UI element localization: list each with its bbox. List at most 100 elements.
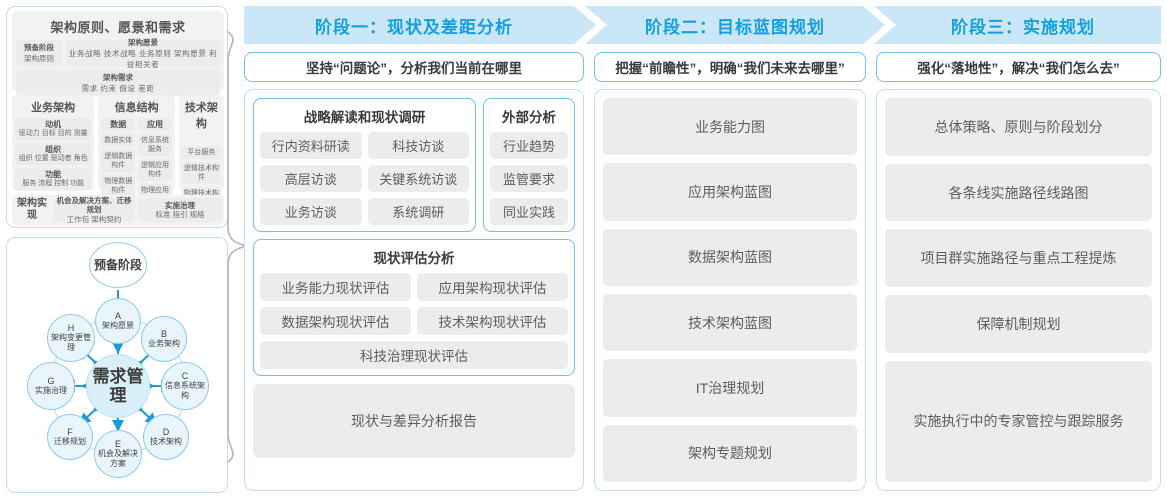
data-subcolumn: 数据 数据实体 逻辑数据构件 物理数据构件 [101, 118, 136, 209]
business-item-detail: 服务 流程 控制 功能 [22, 180, 85, 187]
architecture-requirements-chip: 架构需求 需求 约束 假设 差距 [16, 70, 220, 96]
phase-1-report-card[interactable]: 现状与差异分析报告 [253, 384, 575, 458]
adm-node-f-label: 迁移规划 [54, 437, 86, 446]
technology-item: 平台服务 [181, 146, 221, 159]
strategy-research-item[interactable]: 高层访谈 [260, 165, 362, 192]
phase-1-top-row: 战略解读和现状调研 行内资料研读 科技访谈 高层访谈 关键系统访谈 业务访谈 系… [253, 98, 575, 232]
adm-node-d[interactable]: D 技术架构 [143, 414, 189, 460]
adm-node-f[interactable]: F 迁移规划 [47, 414, 93, 460]
adm-node-prep[interactable]: 预备阶段 [89, 242, 147, 288]
business-item: 功能 服务 流程 控制 功能 [15, 168, 92, 190]
opportunity-migration-detail: 工作包 架构契约 [66, 214, 122, 224]
data-head-label: 数据 [110, 120, 127, 129]
adm-node-h[interactable]: H 架构变更管理 [47, 314, 95, 362]
phase-3-item[interactable]: 各条线实施路径线路图 [885, 163, 1152, 222]
business-item-name: 功能 [45, 170, 62, 179]
phase-2-item[interactable]: 应用架构蓝图 [603, 163, 857, 221]
evaluation-item[interactable]: 数据架构现状评估 [260, 307, 411, 335]
external-analysis-item[interactable]: 监管要求 [490, 165, 568, 192]
external-analysis-section: 外部分析 行业趋势 监管要求 同业实践 [483, 98, 575, 232]
adm-node-d-label: 技术架构 [150, 437, 182, 446]
strategy-research-item[interactable]: 关键系统访谈 [367, 165, 469, 192]
adm-node-a-label: 架构愿景 [102, 321, 134, 330]
phase-2-item[interactable]: 架构专题规划 [603, 424, 857, 482]
business-item-name: 动机 [45, 120, 62, 129]
architecture-realization-block: 架构实现 机会及解决方案、迁移规划 工作包 架构契约 实施治理 标准 指引 规格 [12, 195, 224, 225]
opportunity-migration-name: 机会及解决方案、迁移规划 [56, 195, 132, 215]
phase-2-item[interactable]: 数据架构蓝图 [603, 228, 857, 286]
architecture-realization-label: 架构实现 [17, 198, 47, 221]
phase-1-column: 坚持“问题论”，分析我们当前在哪里 战略解读和现状调研 行内资料研读 科技访谈 … [244, 52, 584, 491]
evaluation-item[interactable]: 业务能力现状评估 [260, 273, 411, 301]
current-state-evaluation-items: 业务能力现状评估 应用架构现状评估 数据架构现状评估 技术架构现状评估 科技治理… [260, 273, 568, 369]
business-architecture-column: 业务架构 动机 驱动力 目标 目的 测量 组织 组织 位置 驱动者 角色 功能 … [12, 95, 95, 191]
evaluation-item[interactable]: 应用架构现状评估 [417, 273, 568, 301]
phase-2-column: 把握“前瞻性”，明确“我们未来去哪里” 业务能力图 应用架构蓝图 数据架构蓝图 … [594, 52, 866, 491]
implementation-governance-name: 实施治理 [165, 200, 195, 210]
phase-3-item[interactable]: 项目群实施路径与重点工程提炼 [885, 229, 1152, 288]
adm-node-a[interactable]: A 架构愿景 [95, 298, 141, 344]
phase-header-2: 阶段二：目标蓝图规划 [645, 17, 825, 37]
adm-node-b-key: B [160, 329, 167, 339]
phase-3-column: 强化“落地性”，解决“我们怎么去” 总体策略、原则与阶段划分 各条线实施路径线路… [876, 52, 1161, 491]
phase-2-item[interactable]: 技术架构蓝图 [603, 293, 857, 352]
architecture-vision-chip: 架构愿景 业务战略 技术战略 业务原则 架构愿景 利益相关者 [66, 38, 220, 69]
phase-3-item[interactable]: 实施执行中的专家管控与跟踪服务 [885, 360, 1152, 482]
architecture-requirements-name: 架构需求 [103, 73, 133, 82]
adm-node-c-label: 信息系统架构 [165, 381, 205, 400]
strategy-research-item[interactable]: 系统调研 [367, 198, 469, 225]
adm-node-g[interactable]: G 实施治理 [27, 362, 75, 410]
current-state-evaluation-section: 现状评估分析 业务能力现状评估 应用架构现状评估 数据架构现状评估 技术架构现状… [253, 239, 575, 376]
external-analysis-item[interactable]: 行业趋势 [490, 132, 568, 159]
phase-arrow-1 [244, 6, 596, 44]
phase-2-item[interactable]: 业务能力图 [603, 98, 857, 156]
phase-3-slogan: 强化“落地性”，解决“我们怎么去” [876, 52, 1161, 82]
technology-architecture-title: 技术架构 [184, 102, 218, 130]
external-analysis-item[interactable]: 同业实践 [490, 198, 568, 225]
adm-node-c[interactable]: C 信息系统架构 [161, 362, 209, 410]
strategy-research-items: 行内资料研读 科技访谈 高层访谈 关键系统访谈 业务访谈 系统调研 [260, 132, 469, 225]
external-analysis-items: 行业趋势 监管要求 同业实践 [490, 132, 568, 225]
evaluation-item-full[interactable]: 科技治理现状评估 [260, 341, 568, 369]
adm-node-prep-label: 预备阶段 [93, 258, 142, 272]
information-structure-column: 信息结构 数据 数据实体 逻辑数据构件 物理数据构件 应用 信息系统服务 逻辑应… [98, 95, 175, 206]
current-state-evaluation-title: 现状评估分析 [373, 251, 455, 266]
strategy-research-item[interactable]: 行内资料研读 [260, 132, 362, 159]
phase-2-body: 业务能力图 应用架构蓝图 数据架构蓝图 技术架构蓝图 IT治理规划 架构专题规划 [594, 89, 866, 491]
adm-node-c-key: C [181, 371, 189, 381]
architecture-requirements-detail: 需求 约束 假设 差距 [81, 84, 155, 93]
adm-node-g-key: G [47, 376, 55, 386]
technology-architecture-column: 技术架构 平台服务 逻辑技术构件 物理技术构件 [178, 95, 224, 209]
business-item: 组织 组织 位置 驱动者 角色 [15, 143, 92, 165]
phase-1-body: 战略解读和现状调研 行内资料研读 科技访谈 高层访谈 关键系统访谈 业务访谈 系… [244, 89, 584, 491]
phase-2-item[interactable]: IT治理规划 [603, 359, 857, 417]
phase-arrow-shapes [244, 6, 1161, 44]
adm-node-a-key: A [114, 311, 121, 321]
application-head: 应用 [138, 118, 172, 131]
adm-node-e[interactable]: E 机会及解决方案 [94, 430, 142, 478]
adm-cycle-panel: 预备阶段 需求管理 A 架构愿景 B 业务架构 C 信息系统架构 [6, 237, 228, 493]
adm-node-f-key: F [67, 427, 73, 437]
strategy-research-item[interactable]: 业务访谈 [260, 198, 362, 225]
application-item: 逻辑应用构件 [138, 159, 172, 181]
phase-3-item[interactable]: 总体策略、原则与阶段划分 [885, 98, 1152, 156]
implementation-governance-chip: 实施治理 标准 指引 规格 [139, 198, 221, 222]
phase-3-item[interactable]: 保障机制规划 [885, 295, 1152, 353]
business-item-name: 组织 [45, 145, 62, 154]
adm-node-b-label: 业务架构 [148, 339, 180, 348]
phase-header-band: 阶段一：现状及差距分析 阶段二：目标蓝图规划 阶段三：实施规划 [244, 6, 1161, 44]
prep-stage-detail: 架构原则 [24, 54, 54, 63]
adm-node-center-requirements[interactable]: 需求管理 [86, 354, 150, 418]
adm-node-e-label: 机会及解决方案 [98, 449, 138, 468]
data-head: 数据 [101, 118, 136, 131]
application-head-label: 应用 [146, 120, 163, 129]
business-item: 动机 驱动力 目标 目的 测量 [15, 118, 92, 140]
external-analysis-title: 外部分析 [502, 110, 556, 125]
strategy-research-item[interactable]: 科技访谈 [367, 132, 469, 159]
prep-stage-name: 预备阶段 [24, 43, 54, 52]
adm-node-b[interactable]: B 业务架构 [141, 316, 187, 362]
evaluation-item[interactable]: 技术架构现状评估 [417, 307, 568, 335]
architecture-domains-block: 业务架构 动机 驱动力 目标 目的 测量 组织 组织 位置 驱动者 角色 功能 … [12, 95, 224, 209]
business-item-detail: 组织 位置 驱动者 角色 [18, 155, 88, 162]
